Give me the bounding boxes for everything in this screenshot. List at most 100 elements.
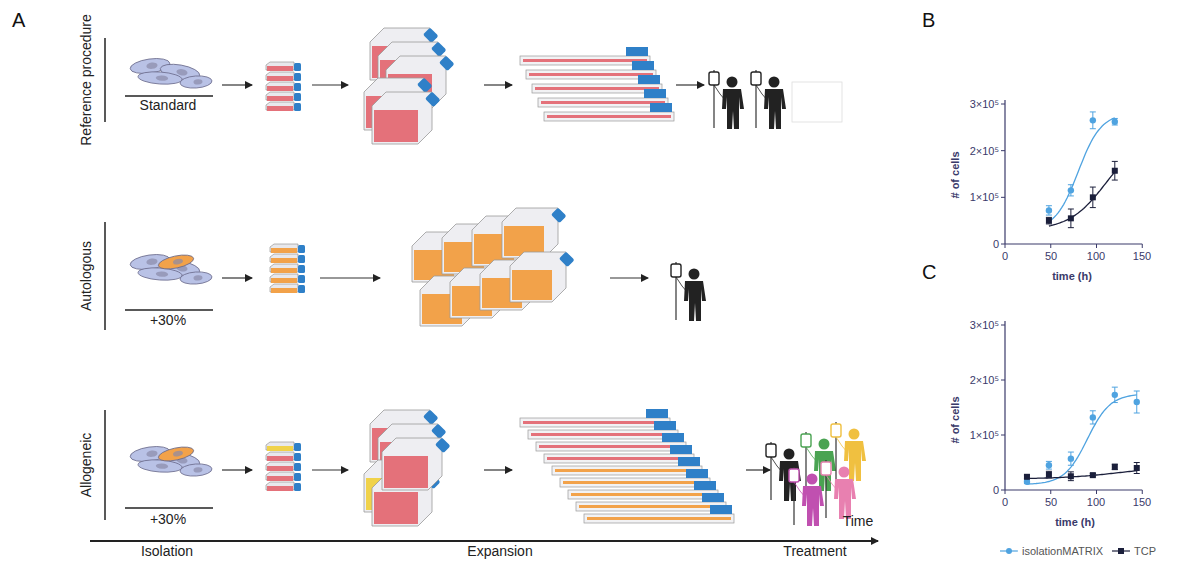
x-tick: [1050, 490, 1051, 494]
flask-medium: [271, 258, 297, 263]
tray-medium: [547, 457, 691, 460]
tray-layer: [532, 84, 662, 93]
cell-nucleus: [193, 79, 202, 85]
tray-medium: [539, 445, 683, 448]
y-tick: [1001, 435, 1005, 436]
cell-nucleus: [172, 450, 183, 457]
legend-marker: [1006, 548, 1012, 554]
cell-nucleus: [193, 467, 202, 473]
tray-layer: [584, 514, 734, 523]
error-cap: [1068, 465, 1074, 466]
axis-title: Time: [843, 514, 874, 529]
tick-label: 2×10⁵: [970, 374, 999, 386]
cell-nucleus: [156, 75, 169, 81]
data-point: [1068, 215, 1074, 221]
iv-bag: [671, 264, 681, 277]
error-cap: [1134, 462, 1140, 463]
tick-label: 2×10⁵: [970, 145, 999, 157]
tick-label: 3×10⁵: [970, 319, 999, 331]
small-flask: [266, 72, 294, 80]
x-axis: [1005, 489, 1142, 490]
tray-cap: [702, 493, 724, 502]
flask-medium: [267, 476, 293, 481]
patient-body: [779, 461, 801, 501]
row-label: Autologous: [79, 241, 94, 311]
error-cap: [1090, 187, 1096, 188]
tray-cap: [662, 433, 684, 442]
flask-medium: [271, 278, 297, 283]
small-flask: [270, 274, 298, 282]
y-tick: [1001, 325, 1005, 326]
x-tick: [1005, 244, 1006, 248]
patient-head: [727, 77, 738, 88]
patient-body: [802, 486, 824, 526]
error-cap: [1112, 161, 1118, 162]
data-point: [1046, 207, 1052, 213]
small-flask: [266, 462, 294, 470]
flask-cap: [294, 453, 301, 461]
data-point: [1134, 399, 1140, 405]
tick-label: 150: [1133, 250, 1151, 262]
patient-body: [684, 281, 706, 321]
data-point: [1112, 119, 1118, 125]
cell-body: [138, 70, 183, 85]
fit-curve: [1049, 118, 1115, 222]
data-point: [1090, 472, 1096, 478]
tray-layer: [576, 502, 726, 511]
tray-cap: [644, 89, 666, 98]
flask-cap: [298, 255, 305, 263]
patient-head: [849, 429, 860, 440]
tray-cap: [646, 409, 668, 418]
flask-medium: [271, 288, 297, 293]
underline-bar: [125, 309, 213, 311]
error-cap: [1134, 413, 1140, 414]
y-tick: [1001, 104, 1005, 105]
tick-label: 0: [993, 484, 999, 496]
yield-label: +30%: [150, 512, 186, 527]
error-cap: [1112, 387, 1118, 388]
patient-head: [839, 467, 850, 478]
data-point: [1134, 465, 1140, 471]
tick-label: 1×10⁵: [970, 191, 999, 203]
patient-head: [807, 474, 818, 485]
tray-cap: [694, 481, 716, 490]
small-flask: [270, 264, 298, 272]
cell: [138, 458, 183, 473]
flask-cap: [294, 443, 301, 451]
panel-letter: B: [922, 9, 935, 31]
tray-medium: [523, 59, 647, 62]
error-cap: [1090, 128, 1096, 129]
error-cap: [1090, 111, 1096, 112]
x-tick: [1050, 244, 1051, 248]
tray-cap: [686, 469, 708, 478]
error-cap: [1046, 461, 1052, 462]
method-label: Standard: [140, 98, 197, 113]
patient-head: [819, 439, 830, 450]
tray-cap: [654, 421, 676, 430]
patient-head: [769, 77, 780, 88]
small-flask: [266, 102, 294, 110]
flask-cap: [417, 78, 433, 94]
cell: [138, 70, 183, 85]
error-cap: [1068, 209, 1074, 210]
error-cap: [1046, 205, 1052, 206]
tick-label: 50: [1045, 250, 1057, 262]
flask-cap: [298, 265, 305, 273]
tick-label: 100: [1087, 496, 1105, 508]
cell: [180, 271, 213, 285]
tray-layer: [544, 454, 694, 463]
flask-medium: [267, 486, 293, 491]
data-point: [1024, 474, 1030, 480]
flask-cap: [294, 83, 301, 91]
flask-cap: [294, 483, 301, 491]
tick-label: 0: [1002, 496, 1008, 508]
x-axis: [1005, 243, 1142, 244]
error-cap: [1112, 180, 1118, 181]
flask-cap: [431, 42, 447, 58]
row-bar: [104, 38, 106, 122]
iv-bag: [801, 434, 811, 447]
flask-medium: [267, 86, 293, 91]
patient-head: [784, 449, 795, 460]
x-tick: [1096, 244, 1097, 248]
